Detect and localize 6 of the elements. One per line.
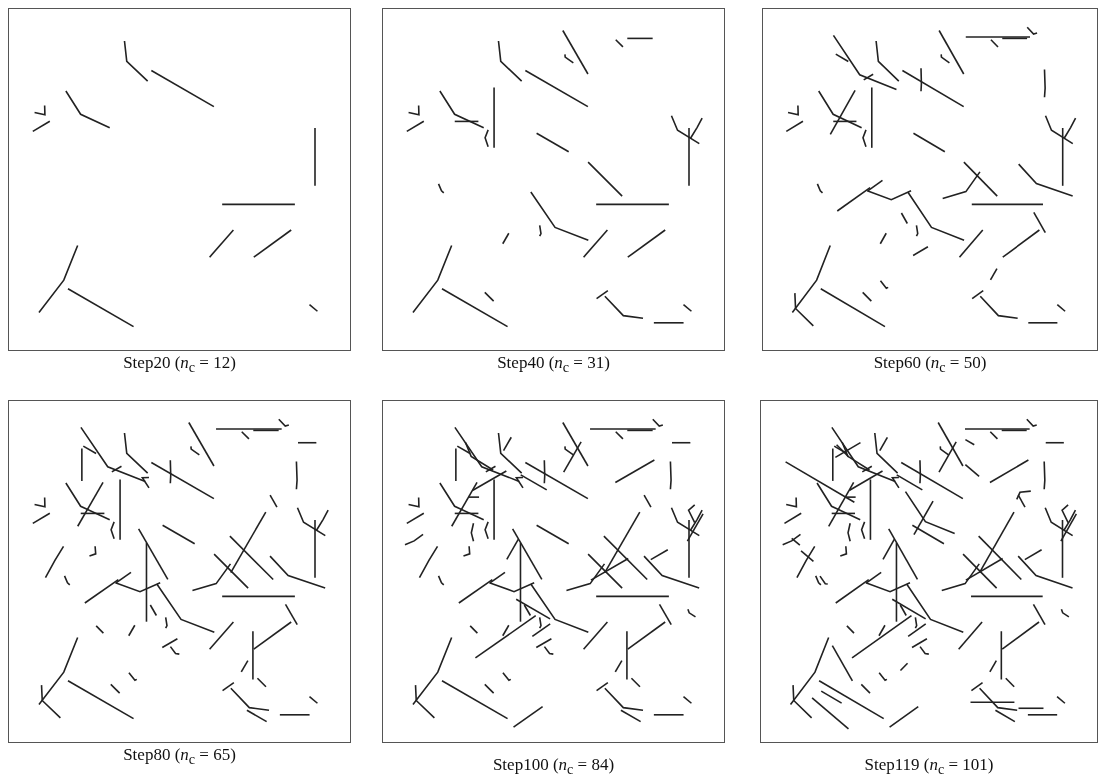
panel-caption: Step100 (n$_{c}$ = 84) (492, 755, 615, 779)
panel-caption: Step119 (n$_{c}$ = 101) (864, 755, 994, 779)
panel-caption: Step40 (n$_{c}$ = 31) (497, 353, 610, 377)
panel-caption: Step80 (n$_{c}$ = 65) (123, 745, 236, 769)
panel-caption: Step20 (n$_{c}$ = 12) (123, 353, 236, 377)
panel-caption: Step60 (n$_{c}$ = 50) (873, 353, 987, 377)
